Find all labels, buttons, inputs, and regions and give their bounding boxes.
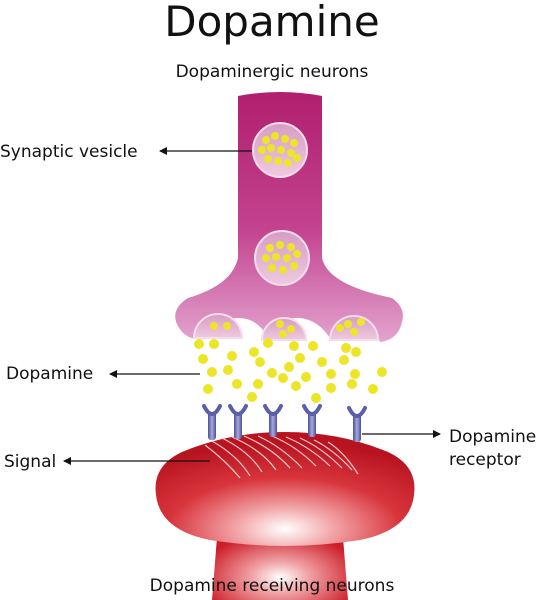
- fusing-vesicles: [192, 313, 380, 341]
- presynaptic-neuron: [175, 92, 403, 342]
- synaptic-vesicle-lower: [254, 230, 310, 286]
- receptor-1: [202, 404, 222, 440]
- signal-waves: [204, 435, 359, 479]
- synaptic-vesicle-upper: [252, 122, 308, 178]
- receptor-2: [228, 404, 248, 439]
- synaptic-vesicle-label: Synaptic vesicle: [0, 142, 138, 162]
- receptor-4: [302, 404, 322, 437]
- dopamine-label: Dopamine: [6, 364, 94, 384]
- receptor-label-line1: Dopamine: [449, 427, 537, 447]
- dopamine-molecules: [194, 338, 387, 403]
- label-arrows: [63, 147, 441, 465]
- receptor-5: [347, 406, 367, 442]
- postsynaptic-neuron: [155, 432, 415, 600]
- dopaminergic-neurons-label: Dopaminergic neurons: [175, 62, 369, 82]
- diagram-title: Dopamine: [164, 0, 380, 46]
- receptor-3: [263, 404, 283, 437]
- dopamine-receptor-label: Dopamine receptor: [449, 426, 544, 472]
- receiving-neurons-label: Dopamine receiving neurons: [149, 576, 395, 596]
- signal-label: Signal: [4, 452, 57, 472]
- receptor-label-line2: receptor: [449, 450, 521, 470]
- dopamine-receptors: [202, 404, 367, 442]
